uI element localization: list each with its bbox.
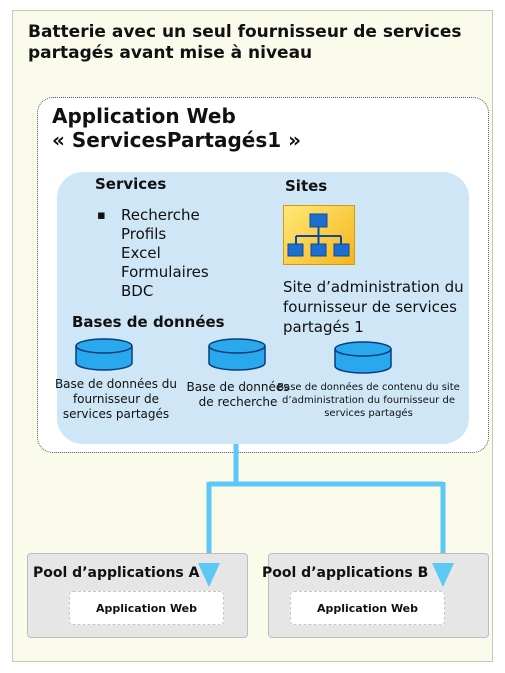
services-list: Recherche Profils Excel Formulaires BDC <box>97 206 209 301</box>
database-label: Base de données de recherche <box>186 380 290 409</box>
database-icon <box>334 341 392 374</box>
service-item: Excel <box>121 244 161 262</box>
service-item: Profils <box>121 225 167 243</box>
services-heading: Services <box>95 175 167 193</box>
web-application-title-line2: « ServicesPartagés1 » <box>52 128 302 152</box>
databases-heading: Bases de données <box>72 313 225 331</box>
sites-heading: Sites <box>285 177 328 195</box>
application-pool-label: Pool d’applications B <box>262 565 429 581</box>
site-hierarchy-graphic <box>287 213 350 257</box>
service-item: BDC <box>121 282 154 300</box>
database-label: Base de données du fournisseur de servic… <box>54 377 178 421</box>
site-hierarchy-icon <box>283 205 355 265</box>
site-name: Site d’administration du fournisseur de … <box>283 278 464 336</box>
database-icon <box>208 338 266 371</box>
database-label: Base de données de contenu du site d’adm… <box>277 382 460 419</box>
service-item: Formulaires <box>121 263 209 281</box>
web-application-title-line1: Application Web <box>52 104 236 128</box>
pool-web-application: Application Web <box>290 591 445 625</box>
diagram-title: Batterie avec un seul fournisseur de ser… <box>28 22 462 63</box>
web-application-title: Application Web « ServicesPartagés1 » <box>52 104 472 152</box>
pool-web-application: Application Web <box>69 591 224 625</box>
application-pool-label: Pool d’applications A <box>33 565 200 581</box>
database-icon <box>75 338 133 371</box>
service-item: Recherche <box>97 206 209 225</box>
